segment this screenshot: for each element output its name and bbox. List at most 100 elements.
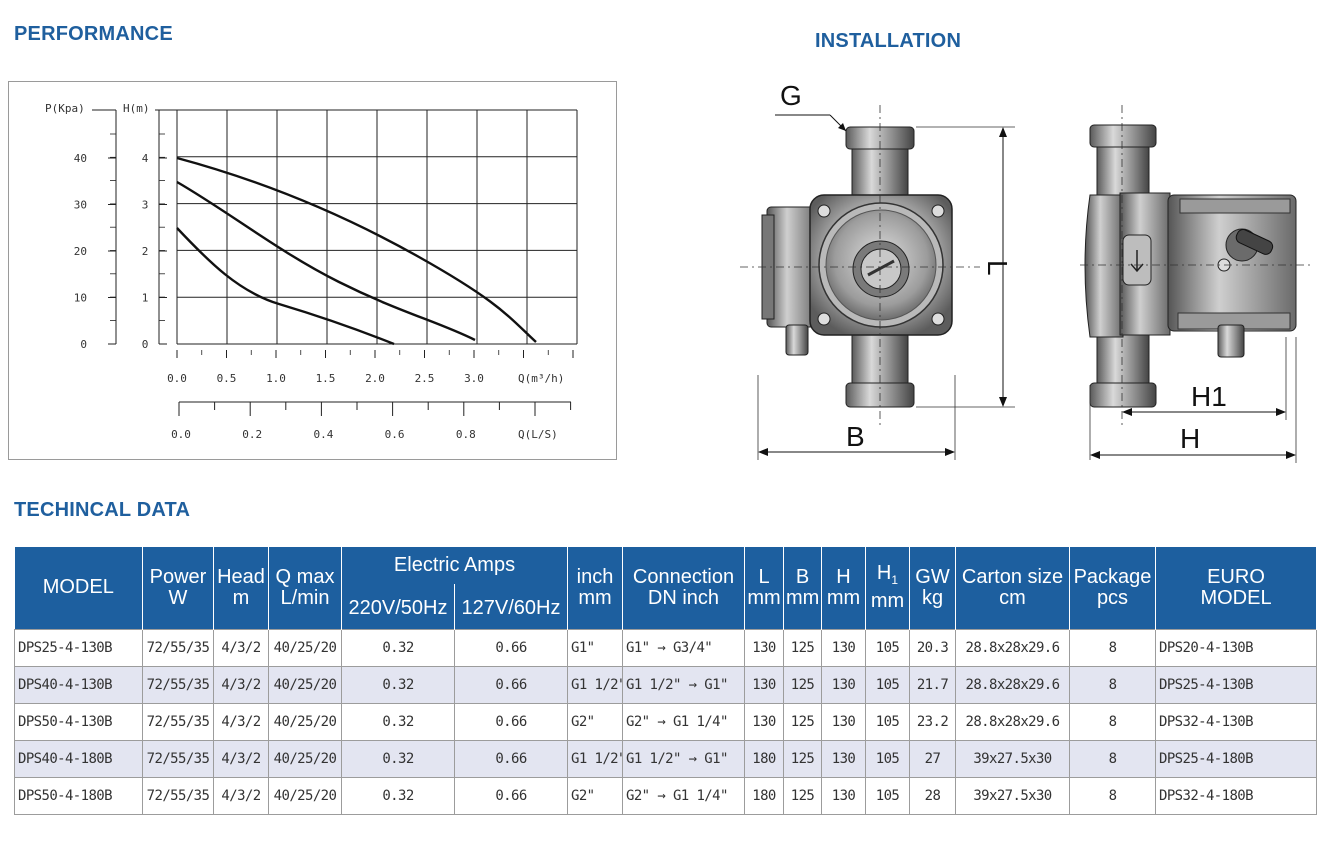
table-cell: 130 (744, 628, 784, 667)
table-cell: G1 1/2" → G1" (622, 665, 745, 704)
curve-medium-speed (176, 180, 476, 342)
p-axis-label: P(Kpa) (45, 102, 85, 115)
table-cell: 8 (1069, 776, 1156, 815)
col-electric-amps: Electric Amps (341, 547, 568, 584)
q-ls-axis-label: Q(L/S) (518, 428, 558, 441)
installation-title: INSTALLATION (815, 30, 962, 52)
table-cell: 105 (865, 702, 910, 741)
table-cell: 23.2 (909, 702, 956, 741)
col-model: MODEL (14, 547, 143, 629)
q-m3h-axis-label: Q(m³/h) (518, 372, 564, 385)
table-cell: 0.32 (341, 702, 455, 741)
dim-label-h: H (1180, 423, 1200, 454)
table-cell: 28.8x28x29.6 (955, 702, 1070, 741)
table-cell: 105 (865, 776, 910, 815)
table-cell: 130 (744, 665, 784, 704)
table-cell: 40/25/20 (268, 776, 342, 815)
q-tick-label: 2.5 (415, 372, 435, 385)
table-cell: G1 1/2" (567, 665, 623, 704)
table-cell: 27 (909, 739, 956, 778)
col-127v: 127V/60Hz (454, 584, 568, 629)
table-cell: 8 (1069, 628, 1156, 667)
table-cell: 130 (821, 628, 866, 667)
h-tick-label: 2 (142, 245, 149, 258)
table-cell: 0.66 (454, 739, 568, 778)
installation-drawing: G L B (740, 80, 1310, 463)
p-tick-label: 30 (74, 199, 87, 212)
table-cell: DPS50-4-180B (14, 776, 143, 815)
table-cell: DPS32-4-180B (1155, 776, 1317, 815)
dim-label-b: B (846, 421, 865, 452)
table-cell: DPS20-4-130B (1155, 628, 1317, 667)
table-cell: DPS40-4-130B (14, 665, 143, 704)
table-cell: 0.66 (454, 776, 568, 815)
table-cell: 125 (783, 776, 822, 815)
p-tick-label: 20 (74, 245, 87, 258)
ls-tick-label: 0.4 (313, 428, 333, 441)
ls-tick-label: 0.6 (385, 428, 405, 441)
table-cell: 130 (744, 702, 784, 741)
table-cell: 105 (865, 739, 910, 778)
table-cell: 72/55/35 (142, 628, 214, 667)
ls-tick-label: 0.8 (456, 428, 476, 441)
table-cell: DPS50-4-130B (14, 702, 143, 741)
table-cell: 8 (1069, 702, 1156, 741)
table-cell: 130 (821, 665, 866, 704)
table-cell: 125 (783, 665, 822, 704)
table-cell: 105 (865, 665, 910, 704)
h-tick-label: 4 (142, 152, 149, 165)
table-cell: 4/3/2 (213, 665, 269, 704)
table-cell: 125 (783, 628, 822, 667)
table-cell: 180 (744, 776, 784, 815)
table-cell: 0.66 (454, 702, 568, 741)
table-cell: 8 (1069, 739, 1156, 778)
table-cell: 72/55/35 (142, 665, 214, 704)
table-cell: 4/3/2 (213, 628, 269, 667)
front-view: G L B (740, 80, 1015, 460)
h-axis-label: H(m) (123, 102, 150, 115)
ls-tick-label: 0.0 (171, 428, 191, 441)
dim-label-h1: H1 (1191, 381, 1227, 412)
table-cell: 0.32 (341, 776, 455, 815)
dim-label-g: G (780, 80, 802, 111)
table-cell: 39x27.5x30 (955, 776, 1070, 815)
ls-tick-label: 0.2 (242, 428, 262, 441)
table-cell: 40/25/20 (268, 739, 342, 778)
dim-label-l: L (982, 260, 1013, 276)
technical-data-title: TECHINCAL DATA (14, 499, 191, 521)
table-cell: 40/25/20 (268, 665, 342, 704)
q-tick-label: 2.0 (365, 372, 385, 385)
table-cell: G2" (567, 776, 623, 815)
table-cell: 72/55/35 (142, 739, 214, 778)
table-cell: DPS25-4-130B (14, 628, 143, 667)
table-cell: 20.3 (909, 628, 956, 667)
curve-low-speed (176, 227, 395, 346)
q-tick-label: 3.0 (464, 372, 484, 385)
chart-grid (176, 109, 578, 345)
curve-high-speed (176, 156, 537, 343)
h-tick-label: 0 (142, 338, 149, 351)
table-cell: 125 (783, 702, 822, 741)
q-tick-label: 0.0 (167, 372, 187, 385)
table-cell: G2" (567, 702, 623, 741)
q-tick-label: 0.5 (217, 372, 237, 385)
table-cell: 40/25/20 (268, 628, 342, 667)
